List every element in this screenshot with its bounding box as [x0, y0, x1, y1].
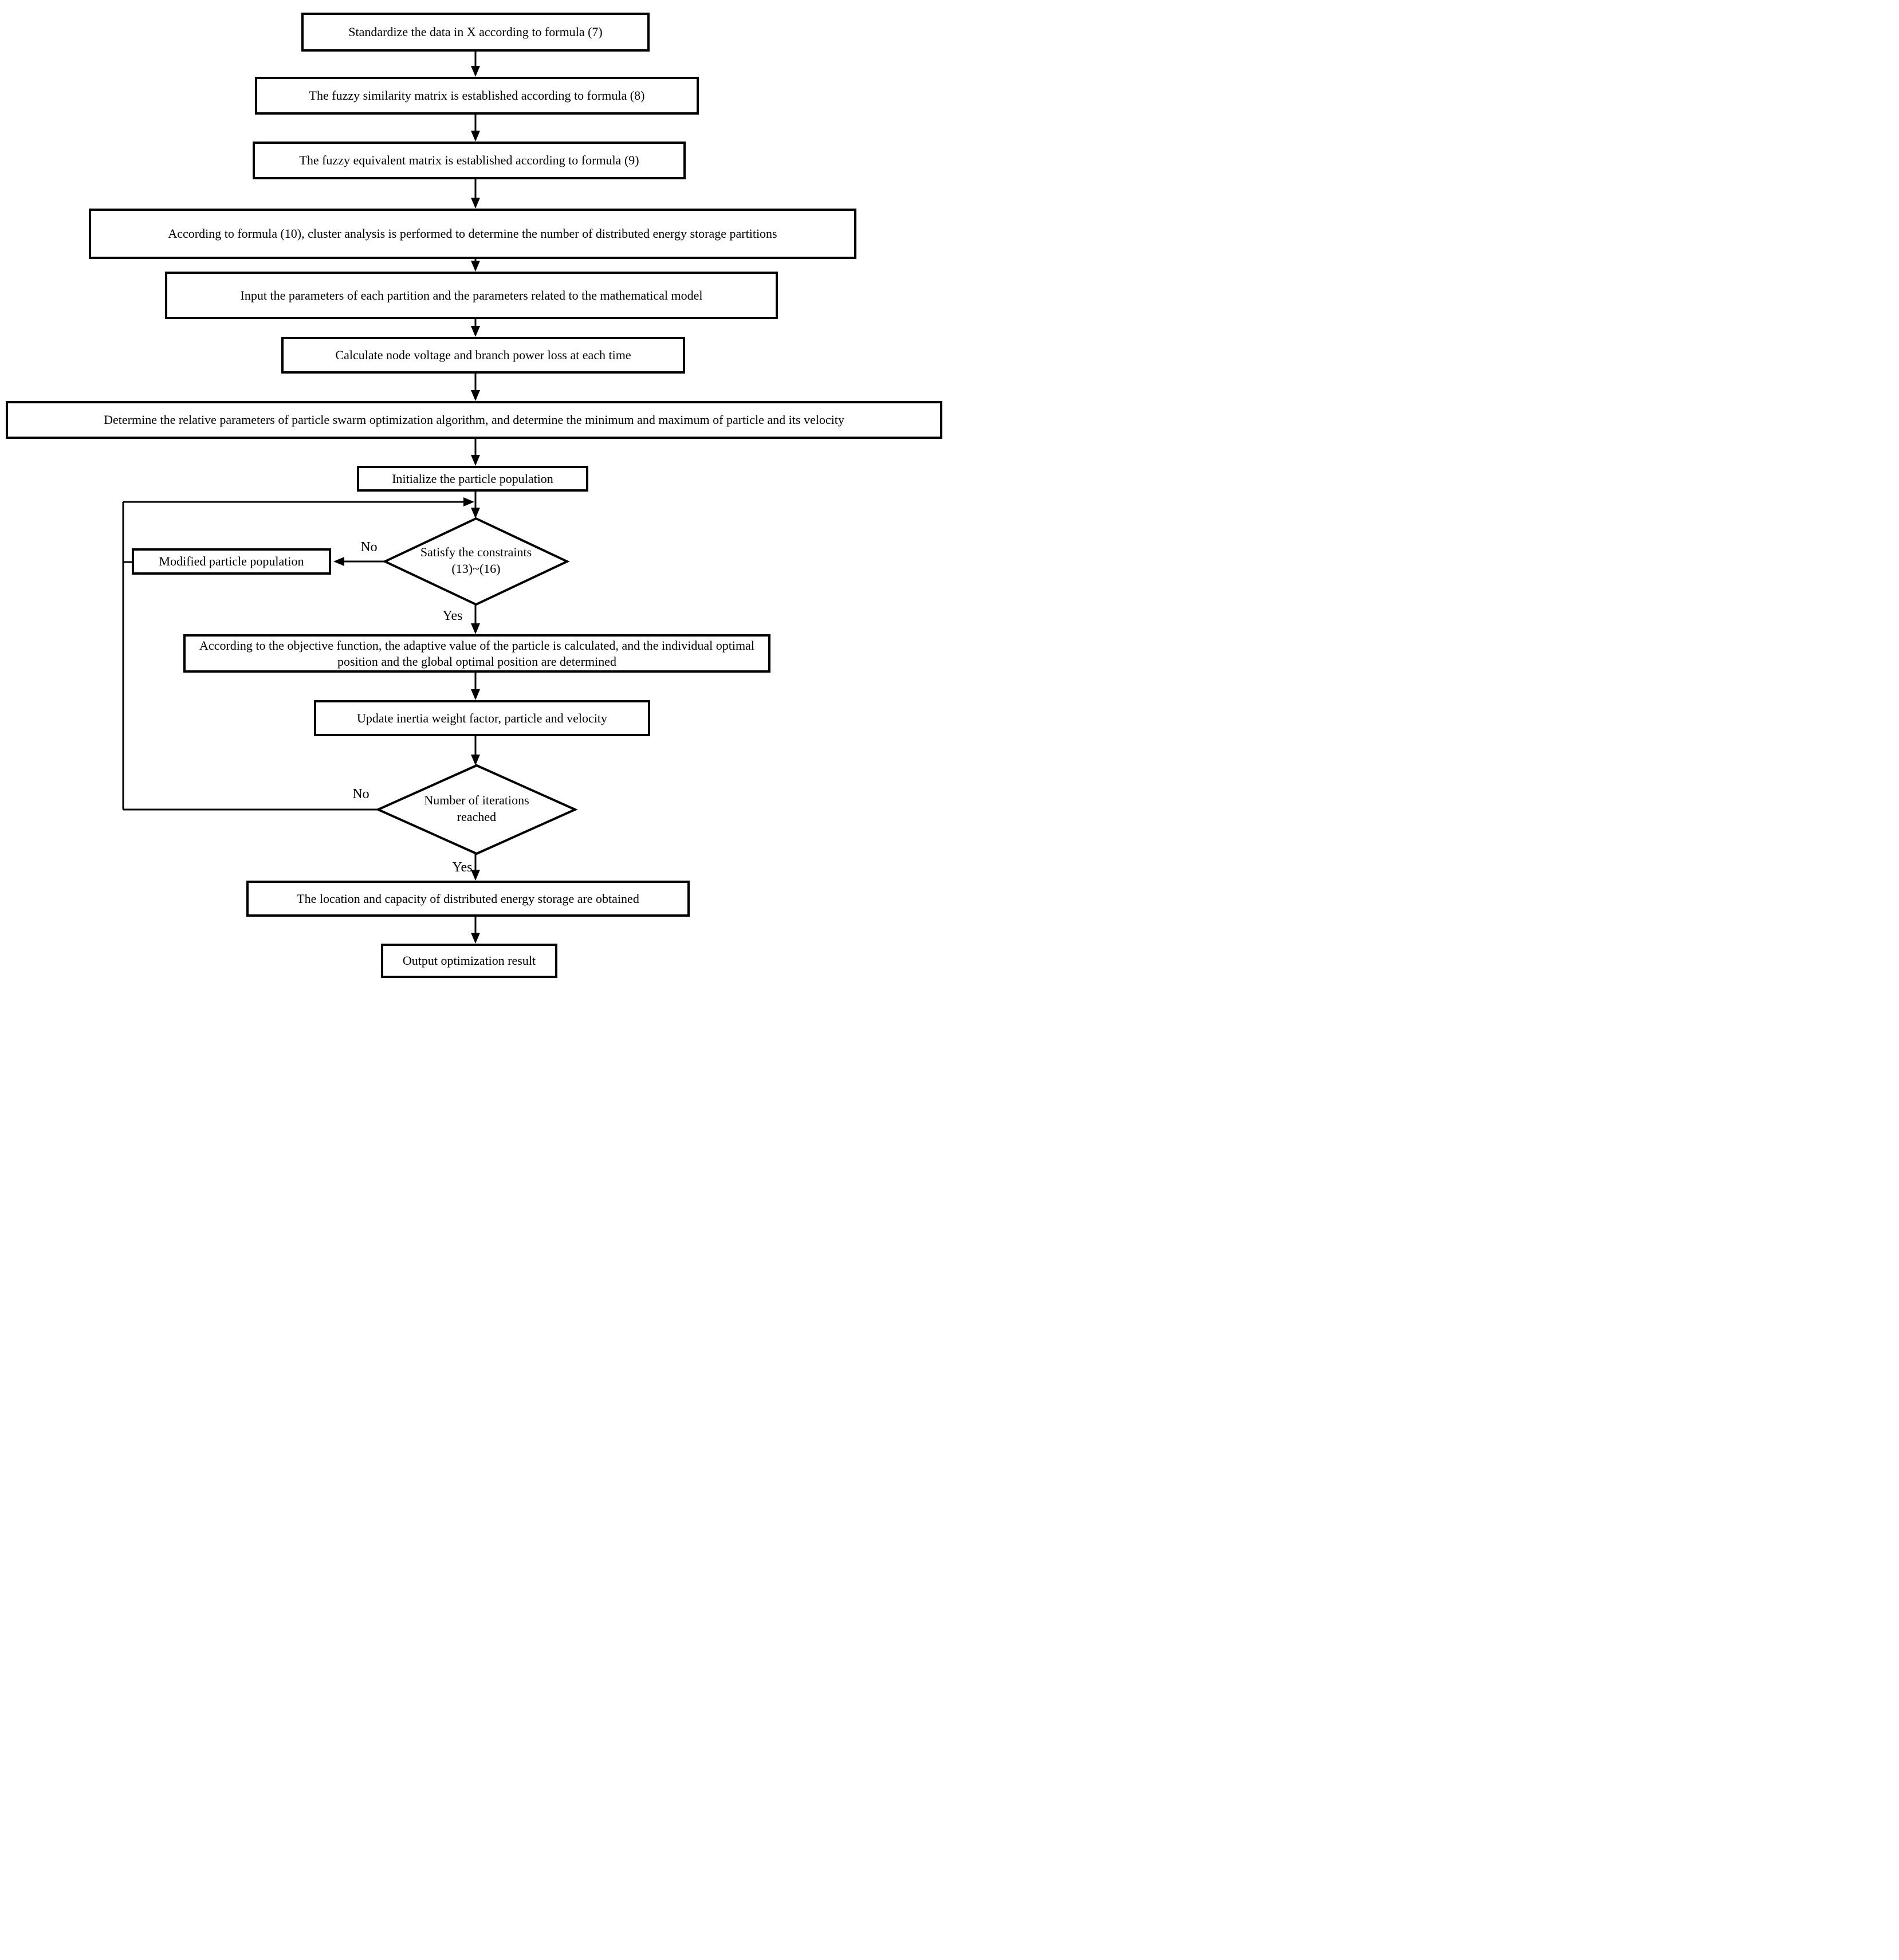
arrowhead-down-icon — [471, 326, 480, 337]
arrowheads — [333, 66, 480, 944]
box-input-parameters: Input the parameters of each partition a… — [165, 272, 778, 319]
box-location-capacity: The location and capacity of distributed… — [246, 881, 690, 917]
box-fuzzy-similarity-matrix: The fuzzy similarity matrix is establish… — [255, 77, 699, 115]
arrowhead-down-icon — [471, 198, 480, 209]
flowchart: Standardize the data in X according to f… — [0, 0, 949, 980]
arrowhead-down-icon — [471, 623, 480, 634]
arrowhead-down-icon — [471, 390, 480, 401]
label-yes-iterations: Yes — [452, 860, 473, 875]
arrowhead-down-icon — [471, 261, 480, 272]
box-update-inertia: Update inertia weight factor, particle a… — [314, 700, 650, 736]
label-no-iterations: No — [352, 787, 369, 802]
flow-connectors — [122, 52, 578, 944]
arrowhead-down-icon — [471, 870, 480, 881]
decision-satisfy-constraints-line1: Satisfy the constraints — [420, 545, 532, 559]
box-cluster-analysis: According to formula (10), cluster analy… — [89, 209, 856, 259]
decision-iterations-reached-text: Number of iterations reached — [385, 792, 568, 825]
decision-shapes — [375, 517, 578, 855]
box-determine-pso-parameters: Determine the relative parameters of par… — [6, 401, 942, 439]
decision-satisfy-constraints-text: Satisfy the constraints (13)~(16) — [384, 544, 568, 577]
box-calculate-node-voltage: Calculate node voltage and branch power … — [281, 337, 685, 374]
decision-iterations-reached-shape — [375, 764, 578, 855]
arrowhead-down-icon — [471, 66, 480, 77]
decision-iterations-reached-line2: reached — [457, 809, 497, 824]
box-modified-population: Modified particle population — [132, 548, 331, 575]
arrowhead-down-icon — [471, 689, 480, 700]
label-yes-constraints: Yes — [442, 608, 463, 623]
box-objective-function: According to the objective function, the… — [183, 634, 770, 673]
box-standardize-data: Standardize the data in X according to f… — [301, 13, 650, 52]
arrowhead-down-icon — [471, 508, 480, 519]
decision-iterations-reached-line1: Number of iterations — [424, 793, 529, 807]
arrowhead-right-icon — [463, 497, 474, 506]
arrowhead-down-icon — [471, 933, 480, 944]
arrowhead-down-icon — [471, 455, 480, 466]
box-output-result: Output optimization result — [381, 944, 557, 978]
arrowhead-left-icon — [333, 557, 344, 566]
arrowhead-down-icon — [471, 131, 480, 142]
box-fuzzy-equivalent-matrix: The fuzzy equivalent matrix is establish… — [253, 142, 686, 179]
label-no-constraints: No — [360, 540, 378, 555]
decision-satisfy-constraints-line2: (13)~(16) — [451, 561, 501, 576]
box-initialize-population: Initialize the particle population — [357, 466, 588, 492]
arrowhead-down-icon — [471, 755, 480, 765]
decision-satisfy-constraints-shape — [382, 517, 570, 606]
